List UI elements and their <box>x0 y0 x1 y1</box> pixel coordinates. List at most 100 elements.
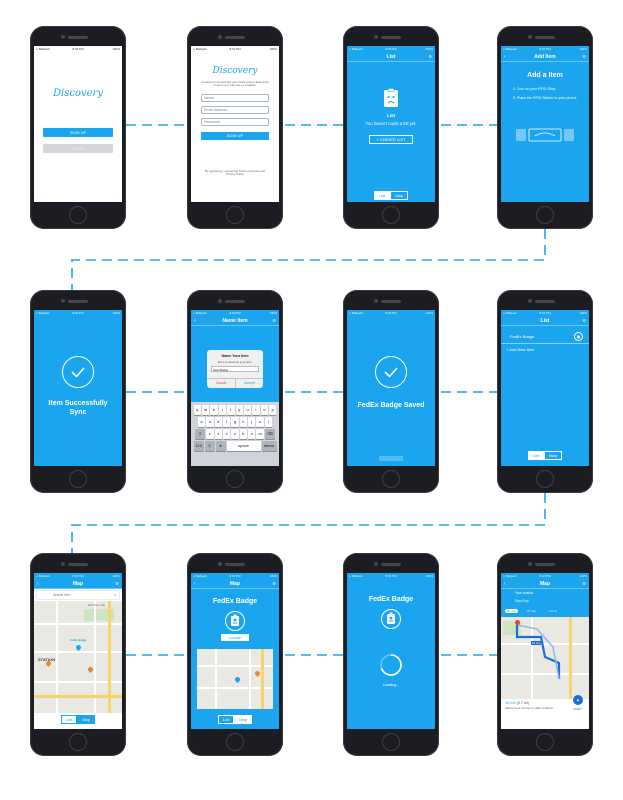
password-field[interactable]: Password: <box>201 118 269 126</box>
tab-map[interactable]: Map <box>234 714 252 724</box>
key-l[interactable]: l <box>264 417 273 427</box>
map-place-label: STATION <box>38 657 55 662</box>
key-n[interactable]: n <box>248 429 256 439</box>
success-check-icon <box>62 356 94 388</box>
back-icon[interactable]: ‹ <box>194 581 196 587</box>
dialog-input[interactable]: Hello Badge <box>211 366 259 372</box>
back-icon[interactable]: ‹ <box>37 581 39 587</box>
key-w[interactable]: w <box>201 405 210 415</box>
app-logo: Discovery <box>212 66 258 76</box>
email-field[interactable]: Email Address: <box>201 106 269 114</box>
key-o[interactable]: o <box>260 405 269 415</box>
dialog-accept-button[interactable]: Accept <box>235 378 263 388</box>
gear-icon[interactable]: ⚙ <box>272 581 276 586</box>
login-button[interactable]: LOGIN <box>43 144 113 153</box>
tab-list[interactable]: List <box>60 714 78 724</box>
key-y[interactable]: y <box>235 405 243 415</box>
tab-list[interactable]: List <box>527 450 545 460</box>
tab-map[interactable]: Map <box>390 190 408 200</box>
badge-heading: FedEx Badge <box>368 596 414 603</box>
key-q[interactable]: q <box>193 405 201 415</box>
key-e[interactable]: e <box>210 405 218 415</box>
nav-bar: ‹Add Item⚙ <box>501 52 589 62</box>
gear-icon[interactable]: ⚙ <box>428 54 432 59</box>
key-v[interactable]: v <box>231 429 239 439</box>
tab-list[interactable]: List <box>373 190 391 200</box>
sync-message-line2: Sync <box>69 409 87 416</box>
name-field[interactable]: Name: <box>201 94 269 102</box>
back-icon[interactable]: ‹ <box>504 581 506 587</box>
microphone-icon[interactable]: ● <box>114 593 116 597</box>
from-field[interactable]: Your location <box>515 591 534 595</box>
shift-key-icon[interactable]: ⇧ <box>195 429 206 439</box>
create-list-button[interactable]: + CREATE LIST <box>369 135 413 144</box>
key-j[interactable]: j <box>248 417 256 427</box>
delete-key-icon[interactable]: ⌫ <box>264 429 275 439</box>
key-u[interactable]: u <box>243 405 252 415</box>
gear-icon[interactable]: ⚙ <box>582 581 586 586</box>
key-z[interactable]: z <box>206 429 214 439</box>
search-input[interactable]: Search here <box>53 593 71 597</box>
map-search-bar[interactable]: Search here ● <box>37 591 119 599</box>
tab-map[interactable]: Map <box>77 714 95 724</box>
key-p[interactable]: p <box>269 405 277 415</box>
key-g[interactable]: g <box>231 417 239 427</box>
key-i[interactable]: i <box>252 405 260 415</box>
mode-drive[interactable]: 16 min <box>505 609 519 613</box>
key-h[interactable]: h <box>239 417 248 427</box>
start-label[interactable]: START <box>573 707 582 711</box>
microphone-icon[interactable]: ● <box>215 441 226 451</box>
item-location-pin[interactable] <box>74 643 83 652</box>
gear-icon[interactable]: ⚙ <box>115 581 119 586</box>
mode-walk[interactable]: 1 hr 6 <box>549 609 557 613</box>
map-view[interactable]: Walt Flop Cafe STATION FedEx Badge <box>34 601 122 713</box>
key-b[interactable]: b <box>239 429 248 439</box>
gear-icon[interactable]: ⚙ <box>582 318 586 323</box>
back-icon[interactable]: ‹ <box>194 318 196 324</box>
item-location-pin[interactable] <box>233 675 242 684</box>
to-field[interactable]: Sam Flop <box>515 599 529 603</box>
gear-icon[interactable]: ⚙ <box>582 54 586 59</box>
key-f[interactable]: f <box>222 417 231 427</box>
return-key[interactable]: return <box>261 441 277 451</box>
locate-button[interactable]: Locate <box>221 634 249 641</box>
key-a[interactable]: a <box>197 417 206 427</box>
key-s[interactable]: s <box>206 417 214 427</box>
key-t[interactable]: t <box>227 405 235 415</box>
map-preview[interactable] <box>197 649 273 709</box>
tab-list[interactable]: List <box>217 714 235 724</box>
signup-button[interactable]: SIGN UP <box>201 132 269 140</box>
space-key[interactable]: space <box>226 441 261 451</box>
place-pin[interactable] <box>253 669 262 678</box>
key-d[interactable]: d <box>214 417 222 427</box>
start-navigation-button[interactable]: ▲ <box>573 695 583 705</box>
gear-icon[interactable]: ⚙ <box>272 318 276 323</box>
badge-icon <box>225 611 245 631</box>
key-k[interactable]: k <box>256 417 264 427</box>
key-r[interactable]: r <box>218 405 227 415</box>
numbers-key[interactable]: 123 <box>193 441 204 451</box>
key-m[interactable]: m <box>256 429 264 439</box>
mode-transit[interactable]: 37 min <box>527 609 537 613</box>
key-c[interactable]: c <box>222 429 231 439</box>
place-pin[interactable] <box>86 665 95 674</box>
add-new-item-button[interactable]: + Add New Item <box>506 347 535 352</box>
key-x[interactable]: x <box>214 429 222 439</box>
emoji-icon[interactable]: ☺ <box>204 441 215 451</box>
dialog-cancel-button[interactable]: Cancel <box>215 381 227 385</box>
terms-text[interactable]: By registering, I accept the Terms of Se… <box>204 169 266 177</box>
tab-map[interactable]: Map <box>544 450 562 460</box>
eta-text: 16 min (5.7 mi) <box>505 701 529 705</box>
signup-button[interactable]: SIGN UP <box>43 128 113 137</box>
list-item[interactable]: FedEx Badge ▣ <box>501 330 589 344</box>
route-map[interactable]: 16 min <box>501 617 589 699</box>
back-icon[interactable]: ‹ <box>504 54 506 60</box>
